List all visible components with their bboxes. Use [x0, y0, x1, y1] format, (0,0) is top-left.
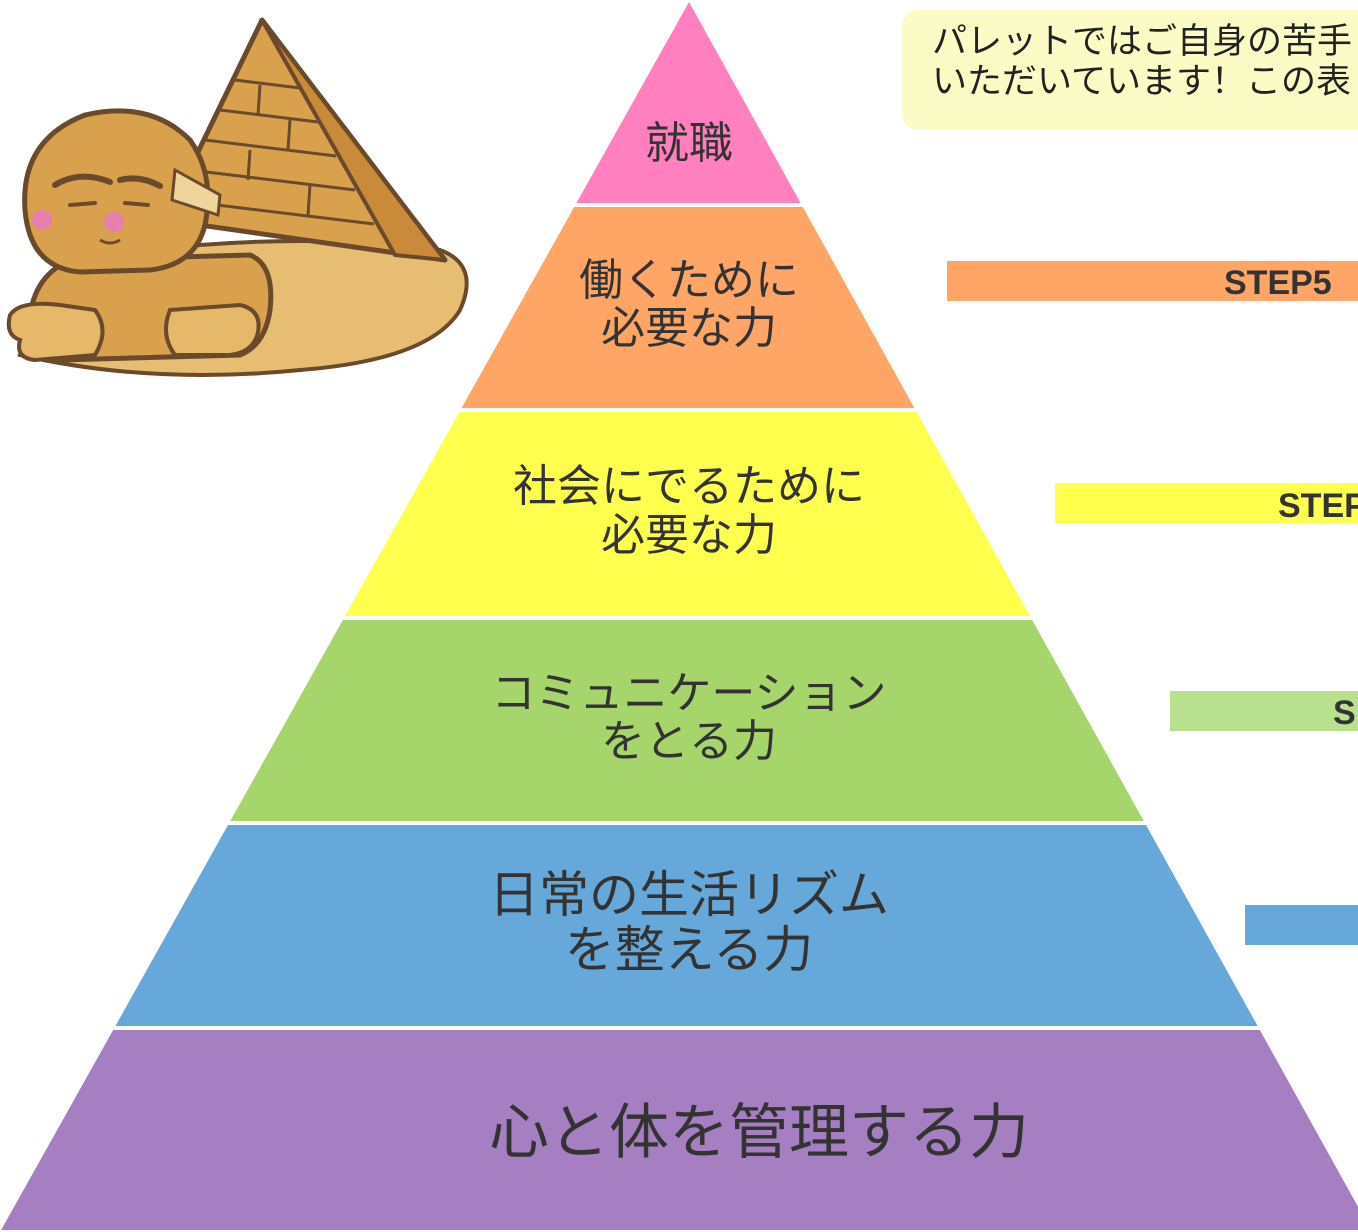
step-bar-2: [1245, 905, 1358, 945]
pyramid-level-2: [461, 207, 915, 408]
step-bar-3: [1170, 691, 1358, 731]
pyramid-level-5: [115, 825, 1258, 1026]
step-bar-5: [947, 261, 1358, 301]
sphinx-illustration: [6, 17, 469, 377]
step-label-5: STEP5: [1224, 264, 1332, 302]
level-line-1: 働くために: [579, 254, 799, 306]
callout-text: パレットではご自身の苦手 いただいています！この表: [932, 22, 1352, 103]
pyramid-level-6: [1, 1030, 1358, 1230]
pyramid-level-label-3: 社会にでるために必要な力: [489, 461, 889, 561]
callout-line-2: いただいています！この表: [932, 62, 1351, 103]
step-label-3: S: [1333, 694, 1356, 732]
level-line-2: 必要な力: [601, 303, 777, 355]
step-label-4: STEP: [1278, 487, 1358, 525]
pyramid-level-label-2: 働くために必要な力: [489, 254, 889, 355]
level-line-2: 必要な力: [601, 509, 777, 561]
step-bar-4: [1055, 483, 1358, 523]
level-line-1: 日常の生活リズム: [489, 866, 889, 924]
pyramid-level-3: [345, 412, 1030, 616]
pyramid-level-label-5: 日常の生活リズムを整える力: [489, 868, 889, 978]
level-line-2: を整える力: [564, 921, 814, 979]
level-line-1: コミュニケーション: [491, 667, 887, 719]
level-line-1: 就職: [645, 117, 733, 169]
pyramid-level-label-6: 心と体を管理する力: [489, 1097, 1029, 1168]
callout-box: [902, 10, 1358, 130]
pyramid-level-1: [576, 2, 801, 203]
callout-line-1: パレットではご自身の苦手: [932, 22, 1353, 62]
pyramid-level-4: [230, 620, 1144, 821]
pyramid-level-label-4: コミュニケーションをとる力: [489, 667, 889, 768]
level-line-1: 社会にでるために: [513, 461, 865, 513]
pyramid-level-label-1: 就職: [489, 117, 889, 169]
level-line-1: 心と体を管理する力: [489, 1097, 1029, 1168]
level-line-2: をとる力: [601, 716, 777, 768]
